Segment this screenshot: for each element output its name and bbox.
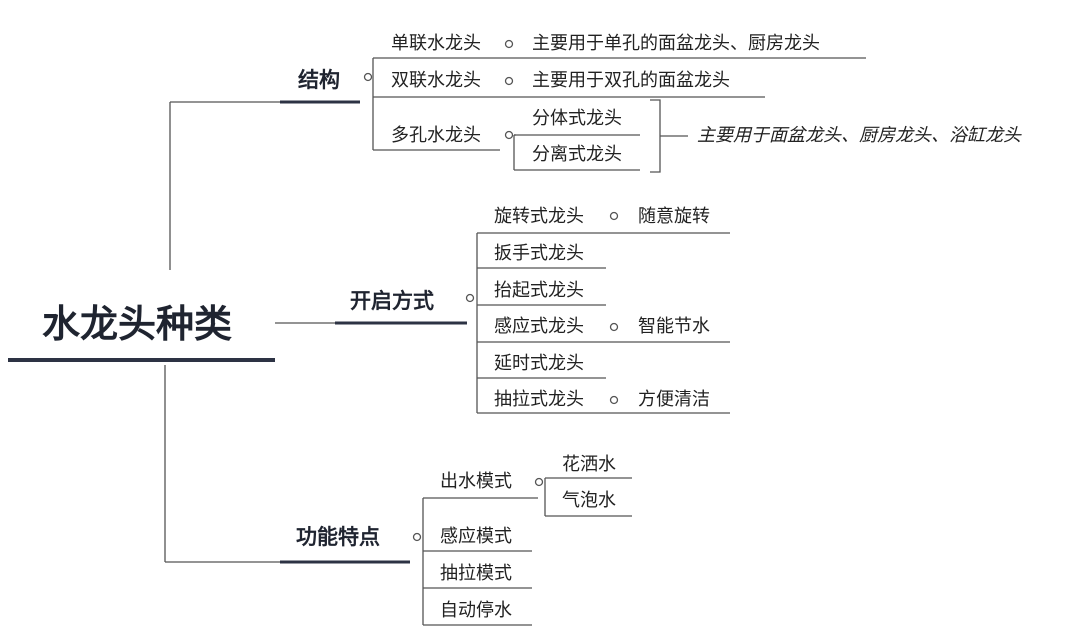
note-opening-4: 智能节水 [638,316,710,337]
node-opening-6: 抽拉式龙头 [494,389,584,410]
node-opening-1: 旋转式龙头 [494,206,584,227]
node-multi: 多孔水龙头 [391,125,481,146]
node-feature-2: 抽拉模式 [440,563,512,584]
note-opening-6: 方便清洁 [638,389,710,410]
node-outflow: 出水模式 [440,471,512,492]
node-multi-child-1: 分体式龙头 [532,108,622,129]
note-opening-1: 随意旋转 [638,206,710,227]
note-double: 主要用于双孔的面盆龙头 [532,70,730,91]
node-opening-2: 扳手式龙头 [494,243,584,264]
root-topic: 水龙头种类 [42,302,233,346]
branch-opening: 开启方式 [350,289,434,313]
node-multi-child-2: 分离式龙头 [532,144,622,165]
node-outflow-child-1: 花洒水 [562,454,616,475]
node-double: 双联水龙头 [391,70,481,91]
node-opening-4: 感应式龙头 [494,316,584,337]
node-single: 单联水龙头 [391,33,481,54]
branch-features: 功能特点 [296,525,380,549]
node-outflow-child-2: 气泡水 [562,490,616,511]
note-multi-summary: 主要用于面盆龙头、厨房龙头、浴缸龙头 [697,125,1021,146]
node-feature-1: 感应模式 [440,526,512,547]
note-single: 主要用于单孔的面盆龙头、厨房龙头 [532,33,820,54]
node-opening-3: 抬起式龙头 [494,280,584,301]
node-opening-5: 延时式龙头 [494,353,584,374]
branch-structure: 结构 [298,68,340,92]
node-feature-3: 自动停水 [440,600,512,621]
